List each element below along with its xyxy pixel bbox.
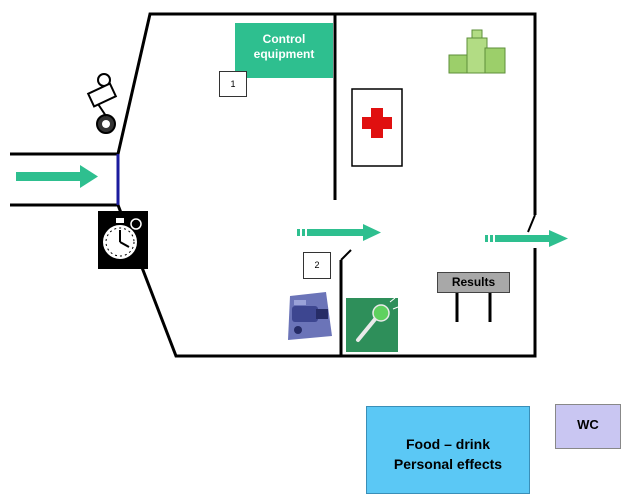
camera-operator-icon bbox=[86, 73, 118, 134]
podium-icon bbox=[448, 29, 506, 74]
marker-2: 2 bbox=[303, 252, 331, 279]
food-drink-label: Food – drink bbox=[406, 436, 490, 452]
entry-arrow-icon bbox=[16, 165, 98, 188]
wc-label: WC bbox=[577, 417, 599, 432]
hall-outer-wall-bottom bbox=[116, 204, 537, 358]
video-camera-icon bbox=[288, 292, 332, 340]
marker-1: 1 bbox=[219, 71, 247, 97]
marker-1-label: 1 bbox=[230, 79, 236, 89]
microphone-icon bbox=[346, 297, 399, 352]
control-equipment-room: Control equipment bbox=[235, 23, 333, 78]
flow-arrow-icon bbox=[297, 224, 381, 241]
food-personal-effects-area: Food – drink Personal effects bbox=[366, 406, 530, 494]
hall-outer-wall-top bbox=[116, 12, 537, 215]
stopwatch-icon bbox=[98, 211, 148, 269]
red-cross-icon bbox=[362, 108, 392, 138]
control-equipment-label: Control equipment bbox=[253, 32, 315, 61]
exit-door bbox=[527, 214, 536, 233]
exit-arrow-icon bbox=[485, 230, 568, 247]
wc-room: WC bbox=[555, 404, 621, 449]
interior-door bbox=[340, 249, 352, 261]
results-board: Results bbox=[437, 272, 510, 293]
first-aid-room bbox=[351, 88, 403, 167]
personal-effects-label: Personal effects bbox=[393, 456, 503, 472]
results-label: Results bbox=[451, 275, 496, 289]
marker-2-label: 2 bbox=[314, 260, 320, 270]
